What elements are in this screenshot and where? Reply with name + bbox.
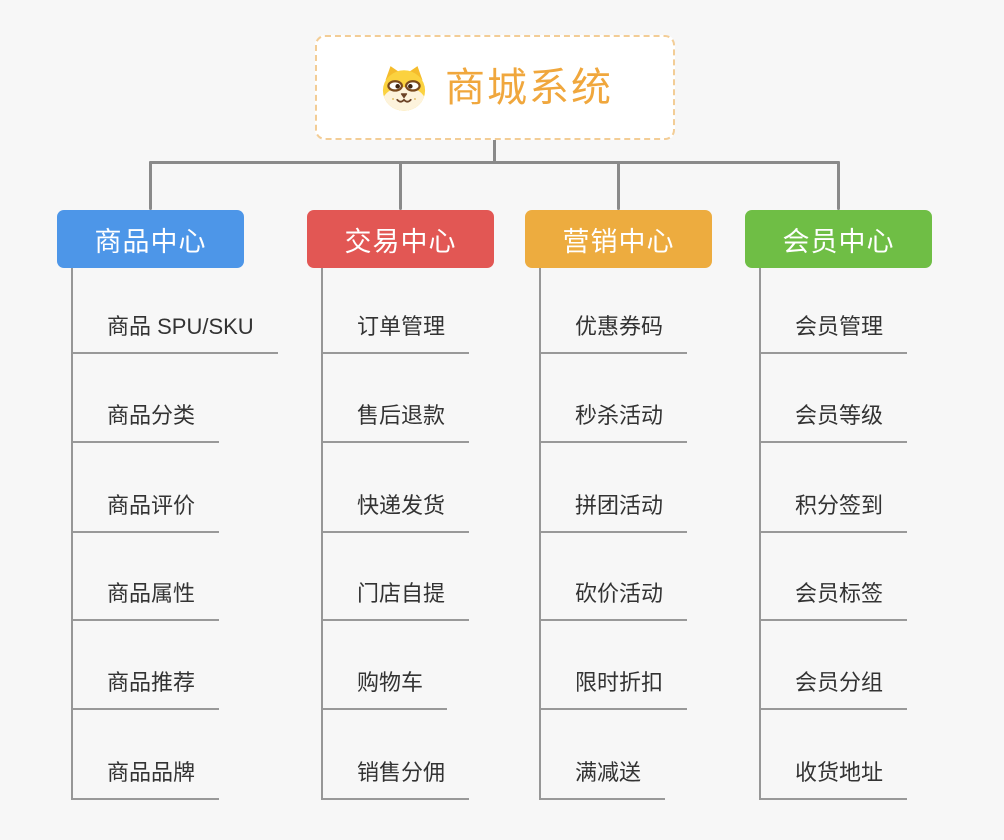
- sub-item[interactable]: 购物车: [323, 670, 448, 710]
- branch-column: 优惠券码秒杀活动拼团活动砍价活动限时折扣满减送: [539, 268, 781, 800]
- branch-node[interactable]: 商品中心: [57, 210, 244, 268]
- shiba-dog-icon: [382, 65, 426, 111]
- sub-item[interactable]: 满减送: [541, 760, 666, 800]
- sub-item[interactable]: 销售分佣: [323, 760, 470, 800]
- sub-item[interactable]: 快递发货: [323, 493, 470, 533]
- branch-node[interactable]: 营销中心: [525, 210, 712, 268]
- sub-item[interactable]: 售后退款: [323, 403, 470, 443]
- sub-item[interactable]: 商品评价: [73, 493, 220, 533]
- connector-horizontal-line: [149, 161, 840, 164]
- sub-item[interactable]: 积分签到: [761, 493, 908, 533]
- sub-item[interactable]: 拼团活动: [541, 493, 688, 533]
- sub-item[interactable]: 订单管理: [323, 314, 470, 354]
- connector-drop: [149, 161, 152, 210]
- sub-item[interactable]: 优惠券码: [541, 314, 688, 354]
- sub-item[interactable]: 收货地址: [761, 760, 908, 800]
- sub-item[interactable]: 会员管理: [761, 314, 908, 354]
- sub-item[interactable]: 商品推荐: [73, 670, 220, 710]
- root-title: 商城系统: [445, 65, 613, 110]
- connector-drop: [399, 161, 402, 210]
- sub-item[interactable]: 商品品牌: [73, 760, 220, 800]
- connector-drop: [837, 161, 840, 210]
- sub-item[interactable]: 会员分组: [761, 670, 908, 710]
- connector-root-stub: [493, 140, 496, 163]
- branch-column: 会员管理会员等级积分签到会员标签会员分组收货地址: [759, 268, 1001, 800]
- branch-column: 商品 SPU/SKU 商品分类商品评价商品属性商品推荐商品品牌: [71, 268, 313, 800]
- connector-drop: [617, 161, 620, 210]
- sub-item[interactable]: 门店自提: [323, 581, 470, 621]
- root-node[interactable]: 商城系统: [315, 35, 675, 140]
- sub-item[interactable]: 会员等级: [761, 403, 908, 443]
- branch-node[interactable]: 交易中心: [307, 210, 494, 268]
- sub-item[interactable]: 商品分类: [73, 403, 220, 443]
- sub-item[interactable]: 秒杀活动: [541, 403, 688, 443]
- sub-item[interactable]: 砍价活动: [541, 581, 688, 621]
- branch-column: 订单管理售后退款快递发货门店自提购物车销售分佣: [321, 268, 563, 800]
- sub-item[interactable]: 商品属性: [73, 581, 220, 621]
- sub-item[interactable]: 会员标签: [761, 581, 908, 621]
- branch-node[interactable]: 会员中心: [745, 210, 932, 268]
- sub-item[interactable]: 商品 SPU/SKU: [73, 314, 278, 354]
- sub-item[interactable]: 限时折扣: [541, 670, 688, 710]
